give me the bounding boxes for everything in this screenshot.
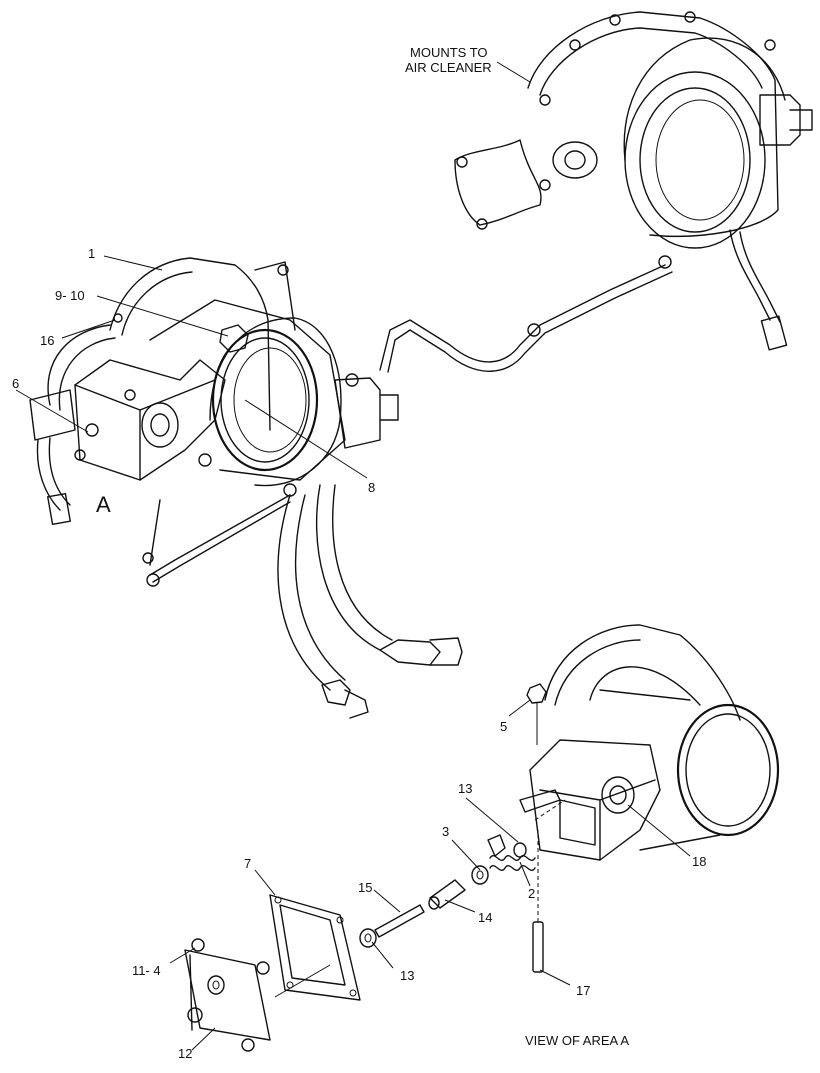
callout-14: 14 xyxy=(478,910,492,925)
callout-1: 1 xyxy=(88,246,95,261)
callout-12: 12 xyxy=(178,1046,192,1061)
note-labels: MOUNTS TO AIR CLEANER A VIEW OF AREA A xyxy=(96,45,629,1048)
area-a-housing xyxy=(519,624,780,861)
callout-11-4: 11- 4 xyxy=(132,963,161,978)
leader-lines xyxy=(15,61,691,1051)
callout-13-bottom: 13 xyxy=(400,968,414,983)
small-parts xyxy=(359,799,566,948)
area-a-marker: A xyxy=(96,492,111,517)
connecting-tube xyxy=(379,255,673,373)
callout-13-top: 13 xyxy=(458,781,472,796)
callout-3: 3 xyxy=(442,824,449,839)
callout-9-10: 9- 10 xyxy=(55,288,85,303)
air-cleaner-housing-top xyxy=(454,11,813,351)
view-caption: VIEW OF AREA A xyxy=(525,1033,629,1048)
main-housing-assembly xyxy=(29,257,399,526)
callout-2: 2 xyxy=(528,886,535,901)
pin-17 xyxy=(532,830,544,973)
callout-16: 16 xyxy=(40,333,54,348)
callout-8: 8 xyxy=(368,480,375,495)
mounts-note-line1: MOUNTS TO xyxy=(410,45,488,60)
bottom-rod xyxy=(142,494,291,587)
callout-numbers: 1 9- 10 16 6 8 5 13 3 18 2 7 15 14 11- 4… xyxy=(12,246,706,1061)
cover-plate-12 xyxy=(184,938,271,1052)
callout-17: 17 xyxy=(576,983,590,998)
hose-assembly xyxy=(277,484,463,719)
callout-5: 5 xyxy=(500,719,507,734)
callout-6: 6 xyxy=(12,376,19,391)
gasket-7 xyxy=(269,894,361,1001)
callout-7: 7 xyxy=(244,856,251,871)
callout-15: 15 xyxy=(358,880,372,895)
callout-18: 18 xyxy=(692,854,706,869)
mounts-note-line2: AIR CLEANER xyxy=(405,60,492,75)
